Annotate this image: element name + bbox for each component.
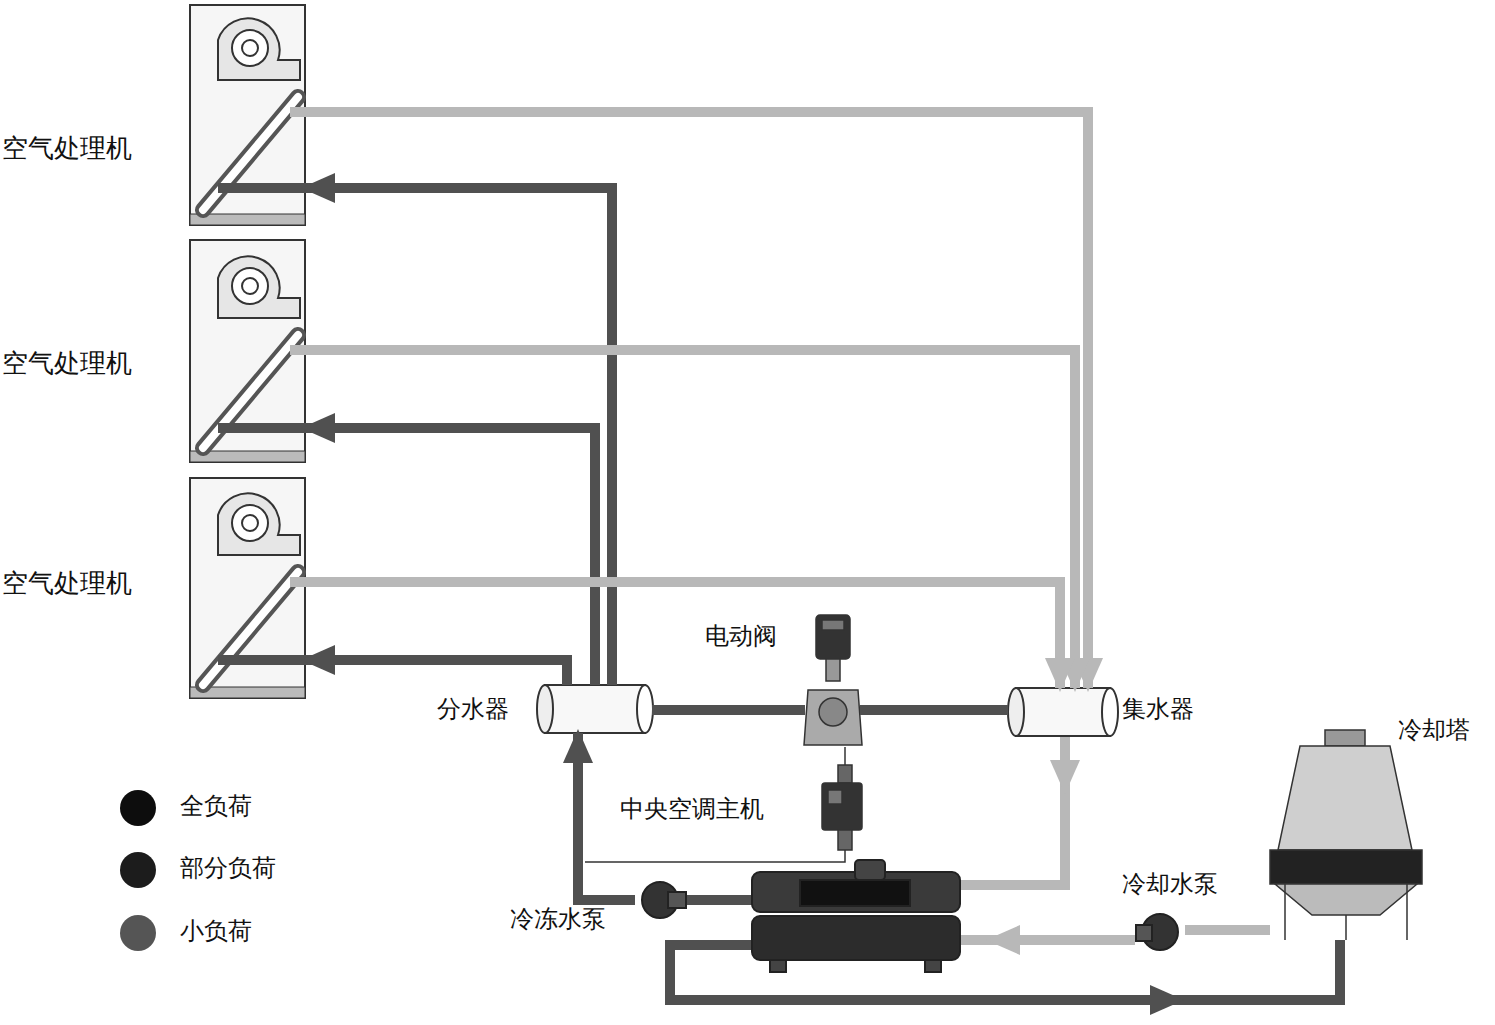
pipe-connector (305, 660, 567, 685)
controller-symbol (822, 765, 862, 850)
motorized-valve: 电动阀 (805, 612, 860, 747)
legend-swatch (120, 790, 156, 826)
legend-swatch (120, 915, 156, 951)
pipe-connector (305, 350, 1075, 688)
ahu-cabinet (190, 5, 305, 698)
pipe-connector (652, 705, 805, 715)
legend-label: 小负荷 (180, 917, 252, 946)
pipe-connector (305, 112, 1088, 688)
pipe-connector (305, 582, 1060, 688)
equipment-label: 空气处理机 (2, 133, 132, 164)
equipment-label: 冷冻水泵 (510, 905, 606, 934)
cooling-tower (1270, 730, 1422, 940)
legend-label: 全负荷 (180, 792, 252, 821)
pump-symbol (642, 882, 1178, 950)
equipment-label: 集水器 (1122, 695, 1194, 724)
return-header: 集水器 (1008, 688, 1118, 736)
chiller-unit (752, 860, 960, 972)
cooling-water-pump: 冷却水泵 (1135, 912, 1185, 952)
pipe-connector (844, 747, 846, 765)
pipe-stub (218, 112, 305, 660)
cabinet-base (190, 214, 305, 698)
equipment-label: 冷却水泵 (1122, 870, 1218, 899)
valve-symbol (804, 615, 862, 745)
air-handler: 空气处理机 (190, 478, 305, 698)
equipment-label: 空气处理机 (2, 348, 132, 379)
equipment-label: 电动阀 (705, 622, 777, 651)
chilled-water-pump: 冷冻水泵 (635, 880, 687, 920)
equipment-label: 中央空调主机 (620, 795, 764, 824)
control-wire (585, 850, 845, 862)
air-handler: 空气处理机 (190, 5, 305, 225)
pipe-connector (305, 188, 612, 685)
pipe (670, 736, 1340, 1000)
cooling-tower: 冷却塔 (1270, 725, 1425, 940)
pipe-connector (305, 428, 595, 685)
pipe-connector (1185, 925, 1270, 935)
controller: 中央空调主机 (820, 765, 865, 850)
supply-header: 分水器 (537, 685, 652, 733)
legend-label: 部分负荷 (180, 854, 276, 883)
equipment-label: 分水器 (437, 695, 509, 724)
legend-swatch (120, 852, 156, 888)
pipe-connector (860, 705, 1008, 715)
equipment-label: 空气处理机 (2, 568, 132, 599)
equipment-label: 冷却塔 (1398, 716, 1470, 745)
air-handler: 空气处理机 (190, 240, 305, 462)
